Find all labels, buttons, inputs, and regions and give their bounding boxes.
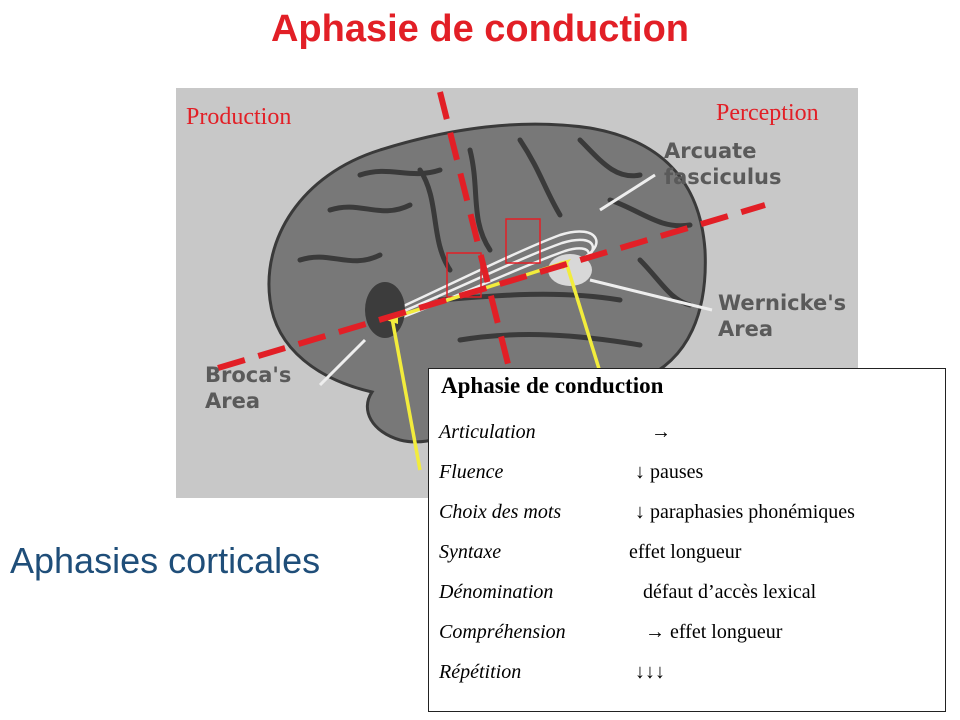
row-key: Fluence [439, 461, 504, 483]
row-key: Syntaxe [439, 541, 502, 563]
subtitle: Aphasies corticales [10, 540, 321, 581]
wernicke-area-label: Wernicke's Area [718, 291, 847, 341]
summary-box: Aphasie de conduction Articulation → Flu… [428, 368, 946, 712]
row-value: ↓ paraphasies phonémiques [635, 501, 855, 523]
focus-square-2 [505, 218, 541, 264]
row-key: Articulation [439, 421, 536, 443]
row-key: Choix des mots [439, 501, 562, 523]
dashed-divider-horizontal [217, 202, 766, 371]
row-key: Répétition [439, 661, 522, 683]
row-value: ↓ pauses [635, 461, 704, 483]
perception-label: Perception [716, 100, 819, 126]
slide-title: Aphasie de conduction [270, 8, 690, 50]
row-value: ↓↓↓ [635, 661, 665, 683]
arcuate-fasciculus-label: Arcuate fasciculus [664, 139, 782, 189]
dashed-divider-vertical [437, 91, 515, 381]
row-value: → effet longueur [645, 621, 783, 643]
summary-box-title: Aphasie de conduction [441, 373, 664, 398]
production-label: Production [186, 104, 292, 130]
row-value: effet longueur [629, 541, 742, 563]
row-key: Compréhension [439, 621, 566, 643]
row-key: Dénomination [439, 581, 554, 603]
label-pointers [318, 173, 713, 387]
row-value: défaut d’accès lexical [643, 581, 817, 603]
row-value: → [651, 421, 671, 443]
broca-area-label: Broca's Area [205, 363, 292, 413]
broca-area-marker [365, 282, 405, 338]
